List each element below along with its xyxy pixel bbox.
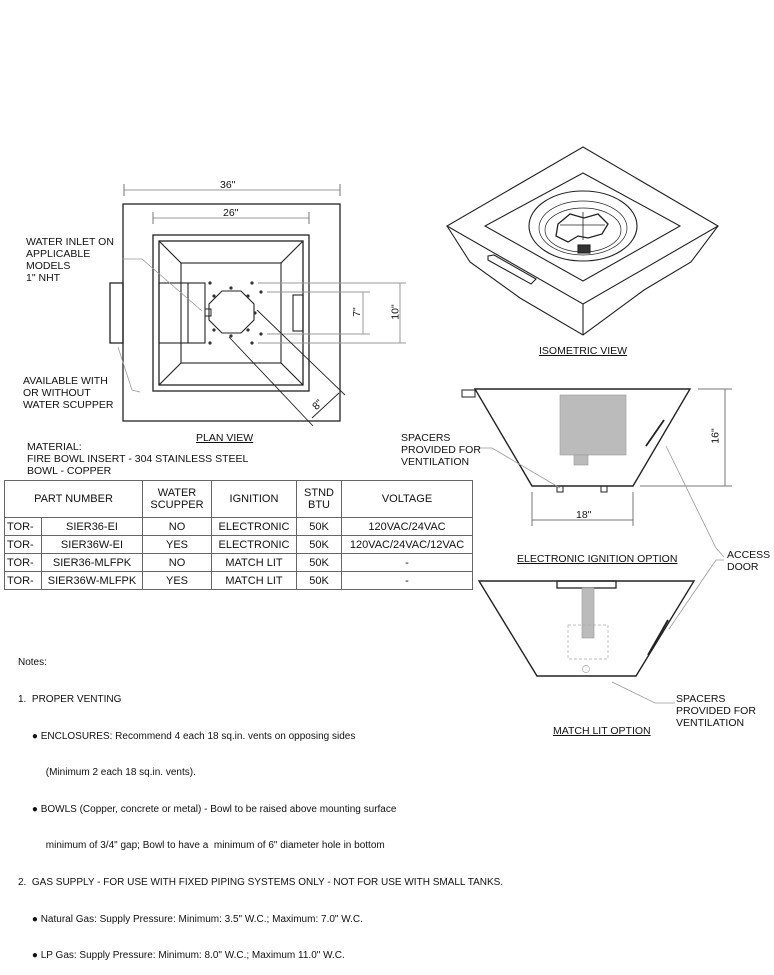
dim-inner-7: 7" xyxy=(350,307,363,317)
header-water-scupper: WATER SCUPPER xyxy=(142,480,212,518)
material-line-1: FIRE BOWL INSERT - 304 STAINLESS STEEL xyxy=(27,453,249,465)
header-ignition: IGNITION xyxy=(211,480,297,518)
dim-bowl-width: 26" xyxy=(223,207,239,219)
notes-heading: Notes: xyxy=(18,657,47,669)
cell-btu: 50K xyxy=(296,517,342,536)
cell-prefix: TOR- xyxy=(4,517,42,536)
header-voltage: VOLTAGE xyxy=(341,480,473,518)
cell-scupper: NO xyxy=(142,517,212,536)
callout-scupper: AVAILABLE WITH OR WITHOUT WATER SCUPPER xyxy=(23,375,114,411)
table-row: TOR- SIER36W-EI YES ELECTRONIC 50K 120VA… xyxy=(4,535,473,554)
note-1a: ● ENCLOSURES: Recommend 4 each 18 sq.in.… xyxy=(18,730,356,742)
cell-voltage: - xyxy=(341,571,473,590)
cell-btu: 50K xyxy=(296,571,342,590)
callout-access-door: ACCESS DOOR xyxy=(727,549,771,573)
cell-voltage: 120VAC/24VAC/12VAC xyxy=(341,535,473,554)
cell-part: SIER36W-MLFPK xyxy=(41,571,143,590)
table-row: TOR- SIER36-MLFPK NO MATCH LIT 50K - xyxy=(4,553,473,572)
cell-ignition: MATCH LIT xyxy=(211,571,297,590)
notes-block: Notes: 1. PROPER VENTING ● ENCLOSURES: R… xyxy=(18,633,503,975)
cell-scupper: NO xyxy=(142,553,212,572)
table-row: TOR- SIER36W-MLFPK YES MATCH LIT 50K - xyxy=(4,571,473,590)
cell-ignition: MATCH LIT xyxy=(211,553,297,572)
note-1b-cont: minimum of 3/4" gap; Bowl to have a mini… xyxy=(18,840,385,852)
table-header-row: PART NUMBER WATER SCUPPER IGNITION STND … xyxy=(4,480,473,518)
match-lit-drawing xyxy=(477,445,725,704)
cell-ignition: ELECTRONIC xyxy=(211,517,297,536)
table-row: TOR- SIER36-EI NO ELECTRONIC 50K 120VAC/… xyxy=(4,517,473,536)
cell-btu: 50K xyxy=(296,535,342,554)
dim-overall-width: 36" xyxy=(220,179,236,191)
cell-prefix: TOR- xyxy=(4,571,42,590)
drawing-canvas xyxy=(109,146,732,704)
material-heading: MATERIAL: xyxy=(27,441,82,453)
cell-btu: 50K xyxy=(296,553,342,572)
cell-voltage: 120VAC/24VAC xyxy=(341,517,473,536)
cell-prefix: TOR- xyxy=(4,535,42,554)
header-stnd-btu: STND BTU xyxy=(296,480,342,518)
part-number-table: PART NUMBER WATER SCUPPER IGNITION STND … xyxy=(4,480,473,590)
material-line-2: BOWL - COPPER xyxy=(27,465,112,477)
plan-view-drawing xyxy=(109,184,406,427)
note-2: 2. GAS SUPPLY - FOR USE WITH FIXED PIPIN… xyxy=(18,877,504,889)
cell-part: SIER36-MLFPK xyxy=(41,553,143,572)
cell-scupper: YES xyxy=(142,571,212,590)
callout-water-inlet: WATER INLET ON APPLICABLE MODELS 1" NHT xyxy=(26,236,114,284)
electronic-ignition-drawing xyxy=(461,388,732,526)
cell-part: SIER36-EI xyxy=(41,517,143,536)
isometric-view-drawing xyxy=(445,146,720,336)
plan-view-title: PLAN VIEW xyxy=(196,432,254,444)
electronic-ignition-title: ELECTRONIC IGNITION OPTION xyxy=(517,553,678,565)
cell-prefix: TOR- xyxy=(4,553,42,572)
match-lit-title: MATCH LIT OPTION xyxy=(553,725,651,737)
isometric-view-title: ISOMETRIC VIEW xyxy=(539,345,628,357)
note-1a-cont: (Minimum 2 each 18 sq.in. vents). xyxy=(18,767,196,779)
header-part-number: PART NUMBER xyxy=(4,480,143,518)
callout-spacers-match-lit: SPACERS PROVIDED FOR VENTILATION xyxy=(676,693,756,729)
note-1b: ● BOWLS (Copper, concrete or metal) - Bo… xyxy=(18,803,397,815)
dim-base-18: 18" xyxy=(576,509,592,521)
cell-ignition: ELECTRONIC xyxy=(211,535,297,554)
callout-spacers-electronic: SPACERS PROVIDED FOR VENTILATION xyxy=(401,432,481,468)
note-2b: ● LP Gas: Supply Pressure: Minimum: 8.0"… xyxy=(18,950,345,962)
dim-height-16: 16" xyxy=(709,428,722,444)
dim-inner-10: 10" xyxy=(389,304,402,320)
cell-part: SIER36W-EI xyxy=(41,535,143,554)
cell-voltage: - xyxy=(341,553,473,572)
note-2a: ● Natural Gas: Supply Pressure: Minimum:… xyxy=(18,913,363,925)
note-1: 1. PROPER VENTING xyxy=(18,694,122,706)
cell-scupper: YES xyxy=(142,535,212,554)
